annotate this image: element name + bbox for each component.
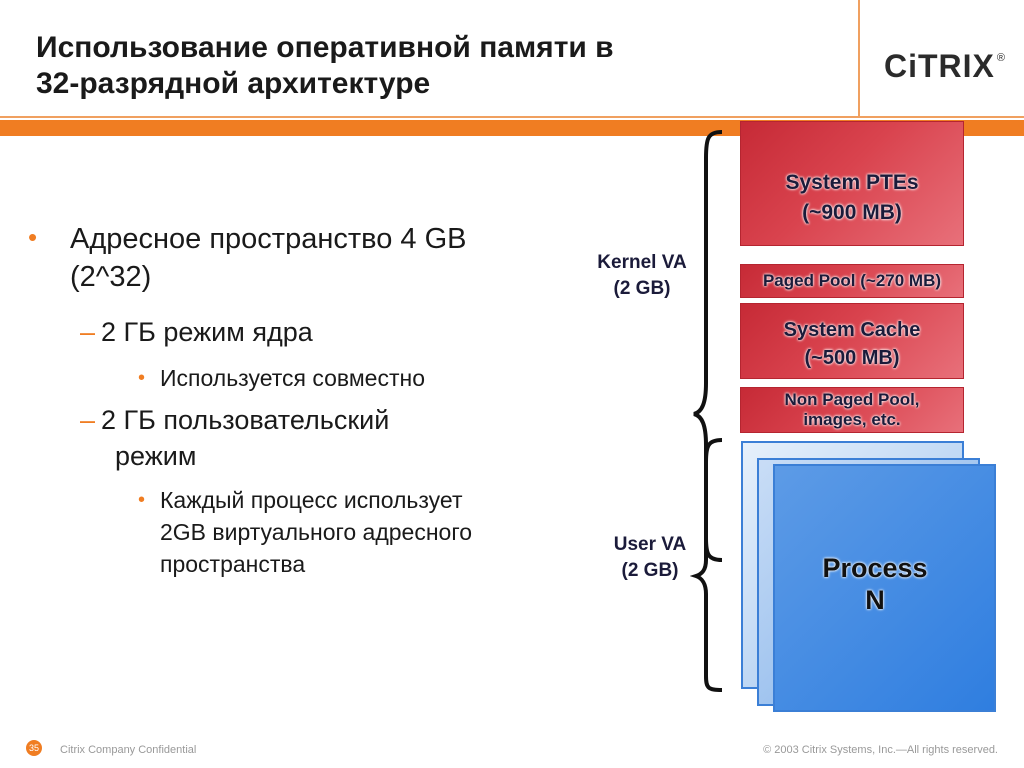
slide-title: Использование оперативной памяти в 32-ра… <box>36 30 836 102</box>
bullet-process-uses-line2: 2GB виртуального адресного <box>160 519 473 545</box>
system-cache-box: System Cache(~500 MB) <box>740 303 964 379</box>
non-paged-pool-box: Non Paged Pool,images, etc. <box>740 387 964 433</box>
header-divider <box>858 0 860 118</box>
dash-icon: – <box>80 405 96 435</box>
bullet-address-space-line2: (2^32) <box>70 261 152 293</box>
bullet-address-space-line1: Адресное пространство 4 GB <box>70 223 467 255</box>
header-rule <box>0 116 1024 118</box>
page-number: 35 <box>26 740 42 756</box>
footer-confidential: Citrix Company Confidential <box>60 744 197 756</box>
user-brace-line <box>690 438 723 692</box>
brace-svg <box>690 130 723 692</box>
bullet-process-uses-line3: пространства <box>160 551 306 577</box>
bullet-dot-icon: • <box>28 222 38 252</box>
paged-pool-box: Paged Pool (~270 MB) <box>740 264 964 298</box>
bullet-user-mode: –2 ГБ пользовательский <box>80 405 390 435</box>
slide-title-line2: 32-разрядной архитектуре <box>36 67 431 100</box>
system-ptes-box: System PTEs(~900 MB) <box>740 121 964 246</box>
citrix-logo: CiTRIX® <box>884 48 1006 84</box>
bullet-dot-icon: • <box>138 489 146 511</box>
bullet-user-mode-line2: режим <box>115 441 197 471</box>
kernel-va-label: Kernel VA (2 GB) <box>597 252 687 299</box>
process-n-label: Process N <box>822 553 928 615</box>
process-box-n <box>773 464 996 712</box>
bullet-process-uses: •Каждый процесс использует <box>138 484 462 516</box>
bullet-kernel-mode: –2 ГБ режим ядра <box>80 317 313 347</box>
slide-title-line1: Использование оперативной памяти в <box>36 31 614 64</box>
bullet-dot-icon: • <box>138 367 146 389</box>
footer-copyright: © 2003 Citrix Systems, Inc.—All rights r… <box>763 744 998 756</box>
bullet-kernel-shared: •Используется совместно <box>138 362 425 394</box>
registered-mark: ® <box>996 52 1006 64</box>
dash-icon: – <box>80 317 96 347</box>
user-va-label: User VA (2 GB) <box>613 534 687 581</box>
